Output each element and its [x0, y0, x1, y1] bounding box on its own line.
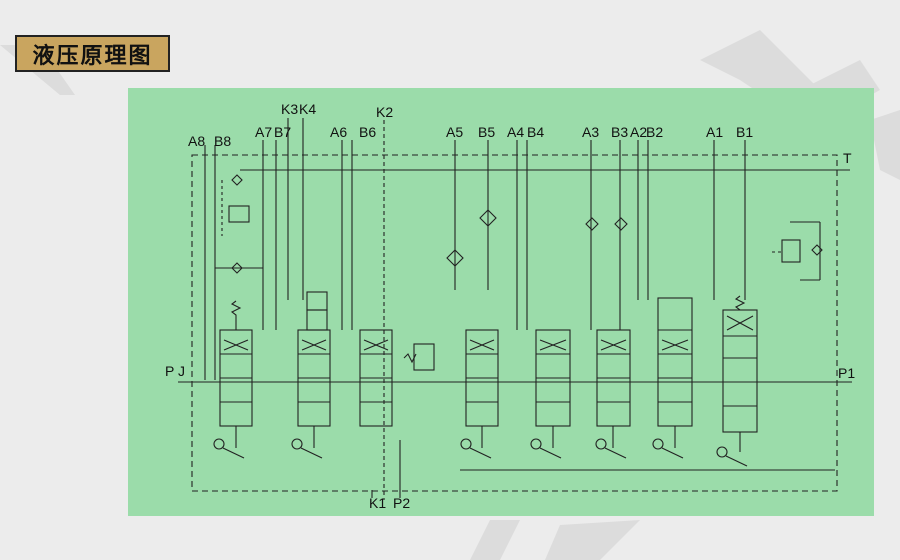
port-label-b1: B1 [736, 124, 753, 140]
valve-section-2 [652, 297, 693, 459]
port-label-k2: K2 [376, 104, 393, 120]
port-label-b5: B5 [478, 124, 495, 140]
relief-valve-8 [215, 174, 263, 274]
port-label-a8: A8 [188, 133, 205, 149]
port-label-a3: A3 [582, 124, 599, 140]
valve-section-7 [291, 291, 331, 459]
valve-section-1 [716, 295, 758, 467]
port-label-a6: A6 [330, 124, 347, 140]
diagram-title-tag: 液压原理图 [15, 35, 170, 72]
port-label-p2: P2 [393, 495, 410, 511]
port-label-p1: P1 [838, 365, 855, 381]
main-relief-valve [772, 221, 823, 281]
valve-block-boundary [191, 154, 838, 492]
schematic-panel [128, 88, 874, 516]
port-label-t: T [843, 150, 852, 166]
valve-section-3 [585, 217, 631, 459]
port-label-b4: B4 [527, 124, 544, 140]
port-label-a2: A2 [630, 124, 647, 140]
port-label-k1: K1 [369, 495, 386, 511]
page-title: 液压原理图 [32, 43, 153, 69]
port-label-k4: K4 [299, 101, 316, 117]
port-label-b6: B6 [359, 124, 376, 140]
port-label-a7: A7 [255, 124, 272, 140]
port-label-a4: A4 [507, 124, 524, 140]
port-label-b8: B8 [214, 133, 231, 149]
port-label-b2: B2 [646, 124, 663, 140]
port-label-a5: A5 [446, 124, 463, 140]
valve-section-4 [530, 329, 571, 459]
port-lines [204, 118, 746, 500]
valve-section-8 [213, 300, 253, 459]
port-label-b3: B3 [611, 124, 628, 140]
valve-section-6 [359, 329, 435, 427]
port-label-b7: B7 [274, 124, 291, 140]
port-label-pj: P J [165, 363, 185, 379]
port-labels: A8 B8 A7 B7 K3 K4 A6 B6 K2 A5 B5 A4 B4 A… [165, 101, 855, 511]
port-label-k3: K3 [281, 101, 298, 117]
port-label-a1: A1 [706, 124, 723, 140]
valve-section-5 [446, 209, 499, 459]
